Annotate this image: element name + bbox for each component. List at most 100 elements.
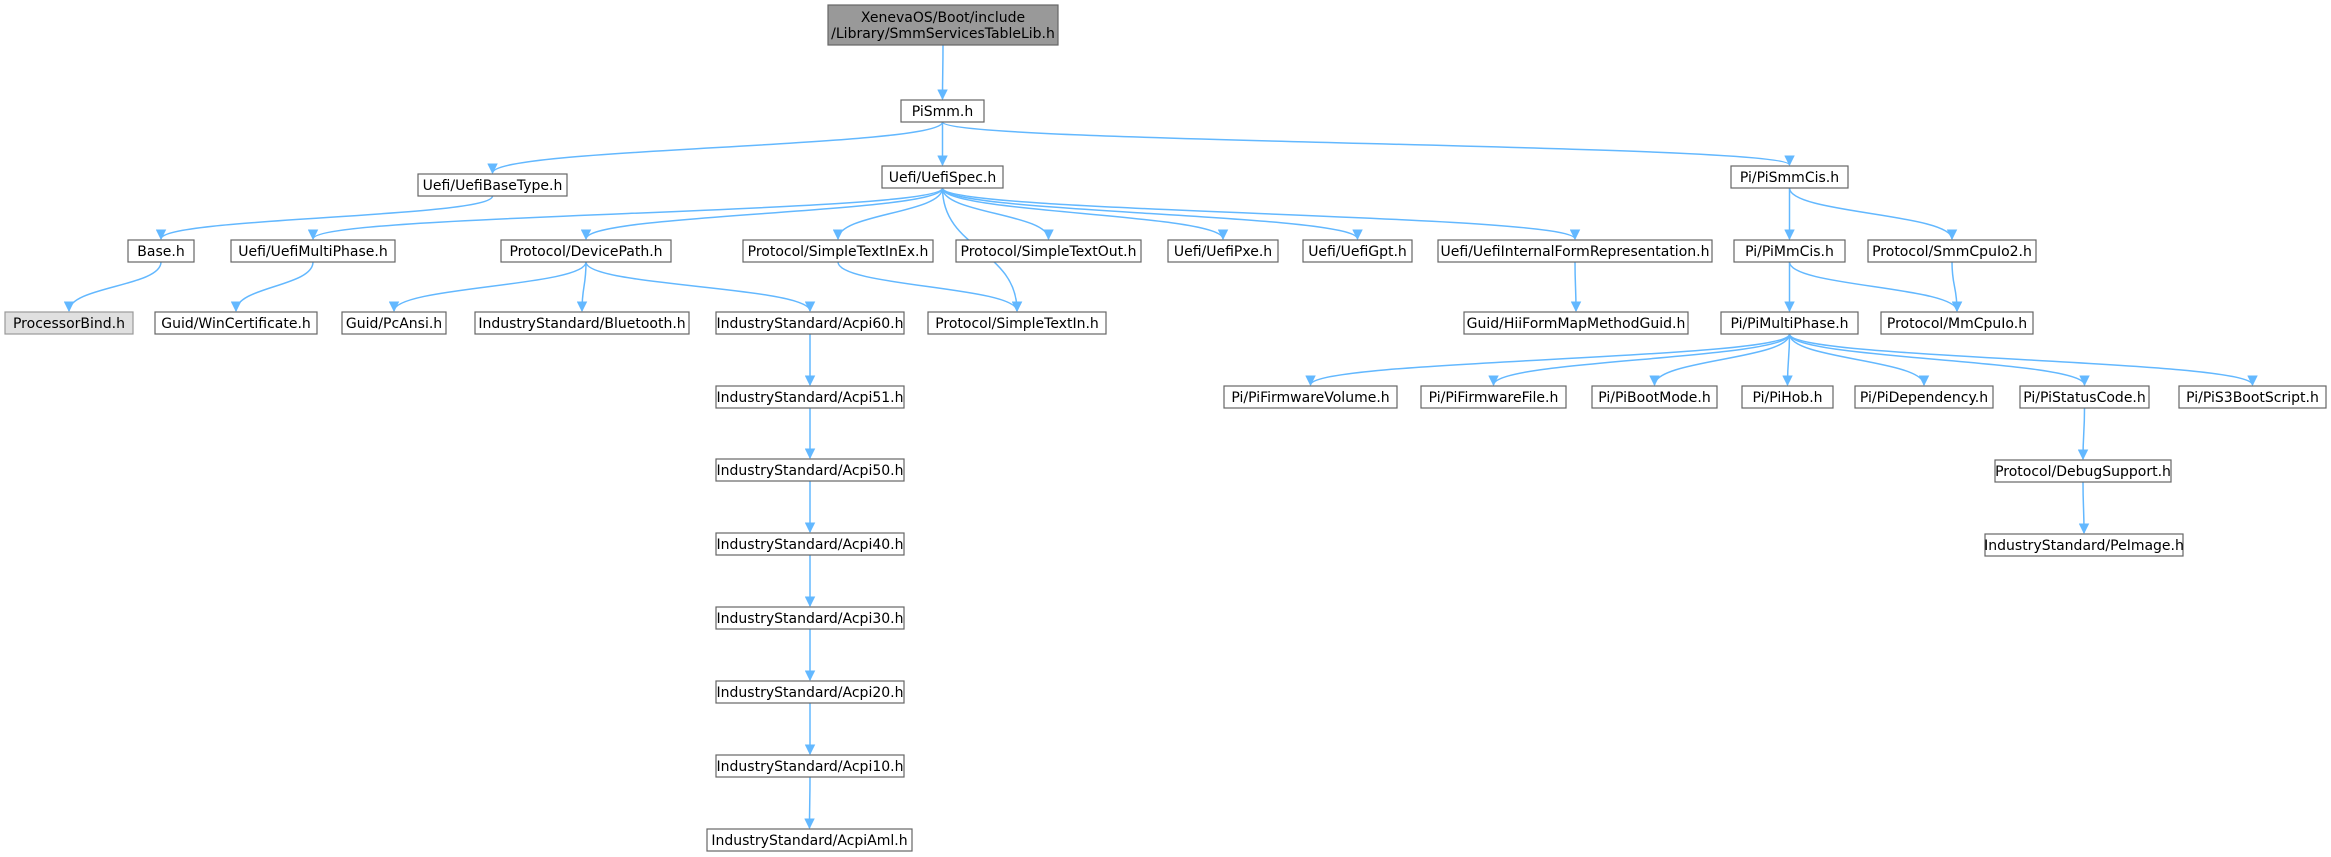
node-protocol-mmcpuio-h[interactable]: Protocol/MmCpuIo.h <box>1880 311 2034 335</box>
node-box <box>1867 239 2037 263</box>
node-uefi-uefipxe-h[interactable]: Uefi/UefiPxe.h <box>1167 239 1279 263</box>
node-box <box>1420 385 1567 409</box>
node-uefi-uefibasetype-h[interactable]: Uefi/UefiBaseType.h <box>417 173 568 197</box>
edge-uefispec-to-uefigpt <box>941 187 1363 241</box>
node-industrystandard-acpi51-h[interactable]: IndustryStandard/Acpi51.h <box>715 385 905 409</box>
node-industrystandard-acpiaml-h[interactable]: IndustryStandard/AcpiAml.h <box>706 828 913 852</box>
node-protocol-devicepath-h[interactable]: Protocol/DevicePath.h <box>500 239 672 263</box>
node-label: IndustryStandard/Acpi20.h <box>717 685 904 701</box>
node-box <box>417 173 568 197</box>
node-label: IndustryStandard/AcpiAml.h <box>711 833 907 849</box>
node-box <box>715 606 905 630</box>
node-pi-pifirmwarevolume-h[interactable]: Pi/PiFirmwareVolume.h <box>1223 385 1398 409</box>
node-label: IndustryStandard/PeImage.h <box>1984 538 2184 554</box>
edge-uefispec-to-simpletextinex <box>832 187 944 241</box>
edge-devicepath-to-bluetooth <box>576 261 588 313</box>
node-label: Base.h <box>137 244 184 260</box>
node-label: Uefi/UefiBaseType.h <box>423 178 563 194</box>
node-box <box>1223 385 1398 409</box>
edge-root-to-pismm <box>937 44 948 101</box>
node-box <box>230 239 396 263</box>
node-pi-pifirmwarefile-h[interactable]: Pi/PiFirmwareFile.h <box>1420 385 1567 409</box>
node-label: Protocol/SimpleTextIn.h <box>935 316 1099 332</box>
edge-base-to-processorbind <box>63 261 162 313</box>
node-pi-pismmcis-h[interactable]: Pi/PiSmmCis.h <box>1730 165 1849 189</box>
edge-pimultiphase-to-pistatuscode <box>1788 333 2090 387</box>
node-box <box>715 311 905 335</box>
node-box <box>1730 165 1849 189</box>
node-box <box>827 4 1059 46</box>
node-processorbind-h[interactable]: ProcessorBind.h <box>4 311 134 335</box>
node-pi-pistatuscode-h[interactable]: Pi/PiStatusCode.h <box>2019 385 2150 409</box>
node-label: XenevaOS/Boot/include <box>861 10 1025 26</box>
node-protocol-debugsupport-h[interactable]: Protocol/DebugSupport.h <box>1994 459 2172 483</box>
node-box <box>1984 533 2184 557</box>
node-industrystandard-acpi50-h[interactable]: IndustryStandard/Acpi50.h <box>715 458 905 482</box>
node-label: Protocol/SimpleTextOut.h <box>961 244 1137 260</box>
node-uefi-uefimultiphase-h[interactable]: Uefi/UefiMultiPhase.h <box>230 239 396 263</box>
edge-pimmcis-to-mmcpuio <box>1788 261 1963 313</box>
node-box <box>1302 239 1413 263</box>
node-base-h[interactable]: Base.h <box>127 239 195 263</box>
node-industrystandard-acpi60-h[interactable]: IndustryStandard/Acpi60.h <box>715 311 905 335</box>
node-pi-pimultiphase-h[interactable]: Pi/PiMultiPhase.h <box>1720 311 1859 335</box>
node-label: IndustryStandard/Acpi60.h <box>717 316 904 332</box>
node-industrystandard-acpi20-h[interactable]: IndustryStandard/Acpi20.h <box>715 680 905 704</box>
node-pi-pihob-h[interactable]: Pi/PiHob.h <box>1741 385 1834 409</box>
node-protocol-simpletextinex-h[interactable]: Protocol/SimpleTextInEx.h <box>742 239 934 263</box>
node-box <box>1854 385 1994 409</box>
node-protocol-simpletextin-h[interactable]: Protocol/SimpleTextIn.h <box>927 311 1107 335</box>
node-label: Uefi/UefiSpec.h <box>889 170 996 186</box>
node-label: Pi/PiHob.h <box>1752 390 1822 406</box>
node-label: Pi/PiBootMode.h <box>1598 390 1710 406</box>
node-box <box>2019 385 2150 409</box>
edge-devicepath-to-acpi60 <box>585 261 816 313</box>
edge-uefiifr-to-hiiformmap <box>1570 261 1582 313</box>
node-label: Protocol/MmCpuIo.h <box>1887 316 2027 332</box>
edge-pimultiphase-to-pihob <box>1782 333 1793 387</box>
node-industrystandard-acpi40-h[interactable]: IndustryStandard/Acpi40.h <box>715 532 905 556</box>
node-pi-pidependency-h[interactable]: Pi/PiDependency.h <box>1854 385 1994 409</box>
node-label: Pi/PiStatusCode.h <box>2023 390 2146 406</box>
edge-debugsupport-to-peimage <box>2078 481 2090 535</box>
node-label: IndustryStandard/Acpi51.h <box>717 390 904 406</box>
node-protocol-smmcpuio2-h[interactable]: Protocol/SmmCpuIo2.h <box>1867 239 2037 263</box>
node-label: Pi/PiDependency.h <box>1860 390 1988 406</box>
node-label: Protocol/SmmCpuIo2.h <box>1872 244 2032 260</box>
node-pi-pibootmode-h[interactable]: Pi/PiBootMode.h <box>1591 385 1718 409</box>
node-guid-hiiformmapmethodguid-h[interactable]: Guid/HiiFormMapMethodGuid.h <box>1463 311 1689 335</box>
node-pi-pis3bootscript-h[interactable]: Pi/PiS3BootScript.h <box>2178 385 2327 409</box>
node-pi-pimmcis-h[interactable]: Pi/PiMmCis.h <box>1733 239 1846 263</box>
node-guid-wincertificate-h[interactable]: Guid/WinCertificate.h <box>154 311 318 335</box>
node-label: Pi/PiSmmCis.h <box>1740 170 1839 186</box>
edge-uefispec-to-uefiifr <box>941 187 1581 241</box>
node-box <box>715 532 905 556</box>
node-label: Protocol/DevicePath.h <box>509 244 662 260</box>
node-label: Guid/HiiFormMapMethodGuid.h <box>1467 316 1686 332</box>
node-label: PiSmm.h <box>912 104 974 120</box>
node-industrystandard-acpi30-h[interactable]: IndustryStandard/Acpi30.h <box>715 606 905 630</box>
node-label: Uefi/UefiGpt.h <box>1308 244 1407 260</box>
node-uefi-uefiinternalformrepresentation-h[interactable]: Uefi/UefiInternalFormRepresentation.h <box>1437 239 1713 263</box>
node-box <box>881 165 1004 189</box>
node-box <box>706 828 913 852</box>
node-protocol-simpletextout-h[interactable]: Protocol/SimpleTextOut.h <box>955 239 1142 263</box>
edge-pimultiphase-to-pifv <box>1305 333 1791 387</box>
node-label: Pi/PiMmCis.h <box>1745 244 1834 260</box>
node-label: IndustryStandard/Acpi40.h <box>717 537 904 553</box>
node-pismm-h[interactable]: PiSmm.h <box>900 99 985 123</box>
edge-pimultiphase-to-pibootmode <box>1649 333 1791 387</box>
node-uefi-uefispec-h[interactable]: Uefi/UefiSpec.h <box>881 165 1004 189</box>
node-industrystandard-acpi10-h[interactable]: IndustryStandard/Acpi10.h <box>715 754 905 778</box>
node-box <box>927 311 1107 335</box>
node-box <box>127 239 195 263</box>
node-industrystandard-bluetooth-h[interactable]: IndustryStandard/Bluetooth.h <box>474 311 690 335</box>
node-label: Pi/PiFirmwareFile.h <box>1429 390 1559 406</box>
edge-uefispec-to-simpletextout <box>941 187 1054 241</box>
edge-uefispec-to-uefimultiphase <box>307 187 944 241</box>
node-label: Uefi/UefiPxe.h <box>1174 244 1272 260</box>
node-guid-pcansi-h[interactable]: Guid/PcAnsi.h <box>341 311 447 335</box>
node-uefi-uefigpt-h[interactable]: Uefi/UefiGpt.h <box>1302 239 1413 263</box>
node-industrystandard-peimage-h[interactable]: IndustryStandard/PeImage.h <box>1984 533 2184 557</box>
edge-devicepath-to-pcansi <box>388 261 587 313</box>
